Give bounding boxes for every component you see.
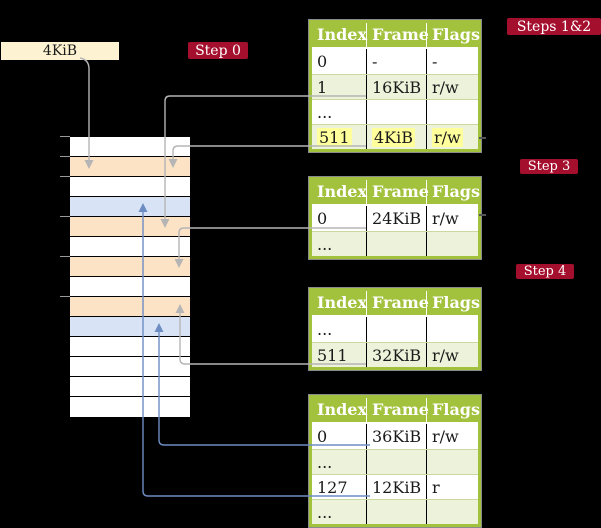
table-row: ... xyxy=(312,317,478,342)
cell-frame: 4KiB xyxy=(366,125,426,149)
table-row: 511 32KiB r/w xyxy=(312,342,478,367)
highlight-mark: 511 xyxy=(317,127,352,147)
table-header-row: Index Frame Flags xyxy=(312,23,480,49)
cell-flags: r xyxy=(426,475,478,499)
page-table-steps-1-2: Index Frame Flags 0 - - 1 16KiB r/w ... … xyxy=(308,19,482,153)
table-row: 127 12KiB r xyxy=(312,474,478,499)
cell-index: ... xyxy=(317,234,333,254)
header-cell-flags: Flags xyxy=(426,180,480,204)
table-row: ... xyxy=(312,499,478,524)
memory-frame-row xyxy=(70,377,190,397)
frame-tick xyxy=(60,216,70,217)
memory-frame-row xyxy=(70,197,190,217)
cell-flags xyxy=(426,500,478,524)
table-row: ... xyxy=(312,449,478,474)
cell-index: ... xyxy=(317,452,333,472)
header-cell-flags: Flags xyxy=(426,398,480,422)
table-row: 0 36KiB r/w xyxy=(312,424,478,449)
memory-frame-row xyxy=(70,157,190,177)
cell-flags xyxy=(426,450,478,474)
memory-frame-row xyxy=(70,257,190,277)
memory-frame-row xyxy=(70,337,190,357)
header-cell-frame: Frame xyxy=(366,398,429,422)
header-cell-index: Index xyxy=(317,400,368,419)
memory-frame-row xyxy=(70,357,190,377)
table-row: 0 - - xyxy=(312,49,478,74)
cell-index: 1 xyxy=(317,77,328,97)
step-4-badge: Step 4 xyxy=(516,264,574,279)
cell-flags xyxy=(426,100,478,124)
table-header-row: Index Frame Flags xyxy=(312,398,480,424)
frame-tick xyxy=(60,136,70,137)
cell-flags: r/w xyxy=(426,125,478,149)
cell-flags: r/w xyxy=(426,75,478,99)
header-cell-frame: Frame xyxy=(366,180,429,204)
memory-frame-row xyxy=(70,277,190,297)
table-header-row: Index Frame Flags xyxy=(312,180,480,206)
cell-index: 511 xyxy=(312,125,366,149)
cell-index: 0 xyxy=(317,427,328,446)
cell-frame: 12KiB xyxy=(366,475,426,499)
cell-flags xyxy=(426,232,478,256)
cell-index: ... xyxy=(317,320,333,339)
cell-flags xyxy=(426,317,478,342)
cell-index: 127 xyxy=(317,477,348,497)
cell-frame xyxy=(366,500,426,524)
memory-frames-column xyxy=(69,136,191,418)
cell-flags: r/w xyxy=(426,343,478,367)
cell-index: ... xyxy=(317,502,333,522)
memory-frame-row xyxy=(70,237,190,257)
frame-tick xyxy=(60,156,70,157)
frame-tick xyxy=(60,296,70,297)
table-row: ... xyxy=(312,231,478,256)
frame-tick xyxy=(60,176,70,177)
cell-index: 0 xyxy=(317,52,328,71)
cell-index: 0 xyxy=(317,209,328,228)
memory-frame-row xyxy=(70,217,190,237)
step-3-badge: Step 3 xyxy=(520,159,578,174)
cell-index: ... xyxy=(317,102,333,122)
cell-frame: 32KiB xyxy=(366,343,426,367)
table-row: ... xyxy=(312,99,478,124)
cell-frame xyxy=(366,317,426,342)
header-cell-flags: Flags xyxy=(426,23,480,47)
cell-frame xyxy=(366,100,426,124)
page-table-step-3: Index Frame Flags 0 24KiB r/w ... xyxy=(308,176,482,260)
highlight-mark: 4KiB xyxy=(372,127,416,147)
table-header-row: Index Frame Flags xyxy=(312,291,480,317)
cell-frame: - xyxy=(366,49,426,74)
table-row: 0 24KiB r/w xyxy=(312,206,478,231)
header-cell-index: Index xyxy=(317,293,368,312)
cell-frame: 36KiB xyxy=(366,424,426,449)
cell-frame xyxy=(366,232,426,256)
memory-frame-row xyxy=(70,137,190,157)
memory-frame-row xyxy=(70,297,190,317)
step-0-badge: Step 0 xyxy=(188,42,248,59)
cell-flags: - xyxy=(426,49,478,74)
memory-frame-row xyxy=(70,177,190,197)
header-cell-flags: Flags xyxy=(426,291,480,315)
frame-tick xyxy=(60,256,70,257)
memory-frame-row xyxy=(70,317,190,337)
cell-flags: r/w xyxy=(426,206,478,231)
cell-frame: 16KiB xyxy=(366,75,426,99)
header-cell-index: Index xyxy=(317,182,368,201)
cell-frame xyxy=(366,450,426,474)
highlight-mark: r/w xyxy=(432,127,463,147)
cell-index: 511 xyxy=(317,345,348,365)
header-cell-index: Index xyxy=(317,25,368,44)
header-cell-frame: Frame xyxy=(366,291,429,315)
header-cell-frame: Frame xyxy=(366,23,429,47)
page-table-step-4-lower: Index Frame Flags 0 36KiB r/w ... 127 12… xyxy=(308,394,482,528)
cell-frame: 24KiB xyxy=(366,206,426,231)
table-row: 1 16KiB r/w xyxy=(312,74,478,99)
table-row-highlighted: 511 4KiB r/w xyxy=(312,124,478,149)
cell-flags: r/w xyxy=(426,424,478,449)
page-table-step-4-upper: Index Frame Flags ... 511 32KiB r/w xyxy=(308,287,482,371)
steps-1-2-badge: Steps 1&2 xyxy=(507,18,601,35)
page-size-box: 4KiB xyxy=(1,42,119,60)
memory-frame-row xyxy=(70,397,190,417)
